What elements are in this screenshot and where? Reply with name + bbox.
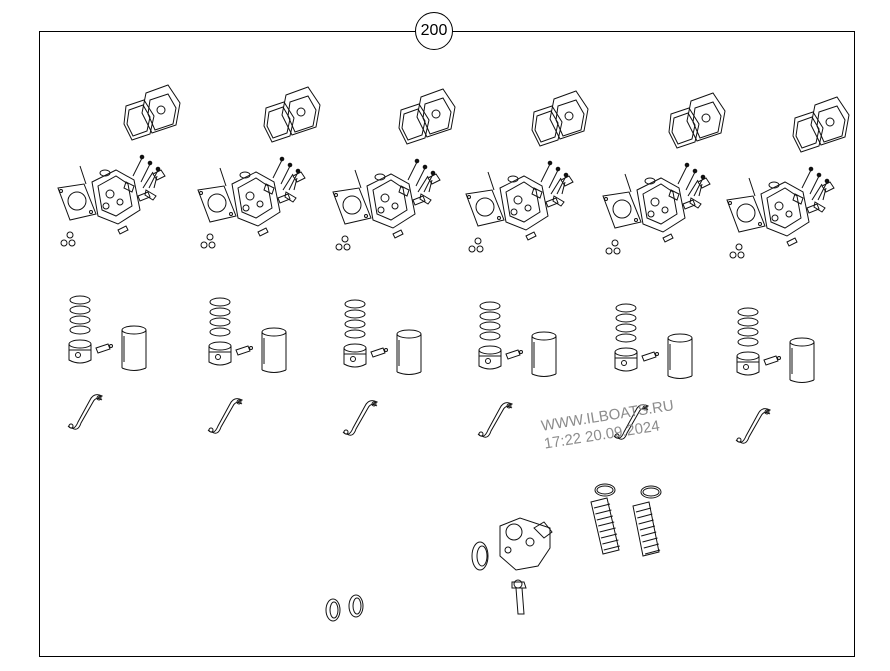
oil-pipe-4 [477, 402, 514, 438]
page-number-badge: 200 [415, 12, 453, 50]
piston-assembly-2 [208, 297, 287, 373]
cylinder-head-assembly-1 [57, 84, 181, 247]
water-pump-assembly [471, 517, 553, 615]
cylinder-head-assembly-3 [332, 88, 456, 251]
cylinder-head-assembly-4 [465, 90, 589, 253]
piston-assembly-1 [68, 295, 147, 371]
piston-assembly-3 [343, 299, 422, 375]
cylinder-head-assembly-6 [726, 96, 850, 259]
oil-pipe-3 [342, 400, 379, 436]
piston-assembly-5 [614, 303, 693, 379]
oil-pipe-6 [735, 408, 772, 444]
seal-rings [325, 594, 364, 622]
cylinder-head-assembly-5 [602, 92, 726, 255]
piston-assembly-4 [478, 301, 557, 377]
oil-pipe-5 [613, 404, 650, 440]
oil-pipe-1 [67, 394, 104, 430]
piston-assembly-6 [736, 307, 815, 383]
cylinder-head-assembly-2 [197, 86, 321, 249]
oil-pipe-2 [207, 398, 244, 434]
oil-filter-assembly [590, 483, 662, 557]
